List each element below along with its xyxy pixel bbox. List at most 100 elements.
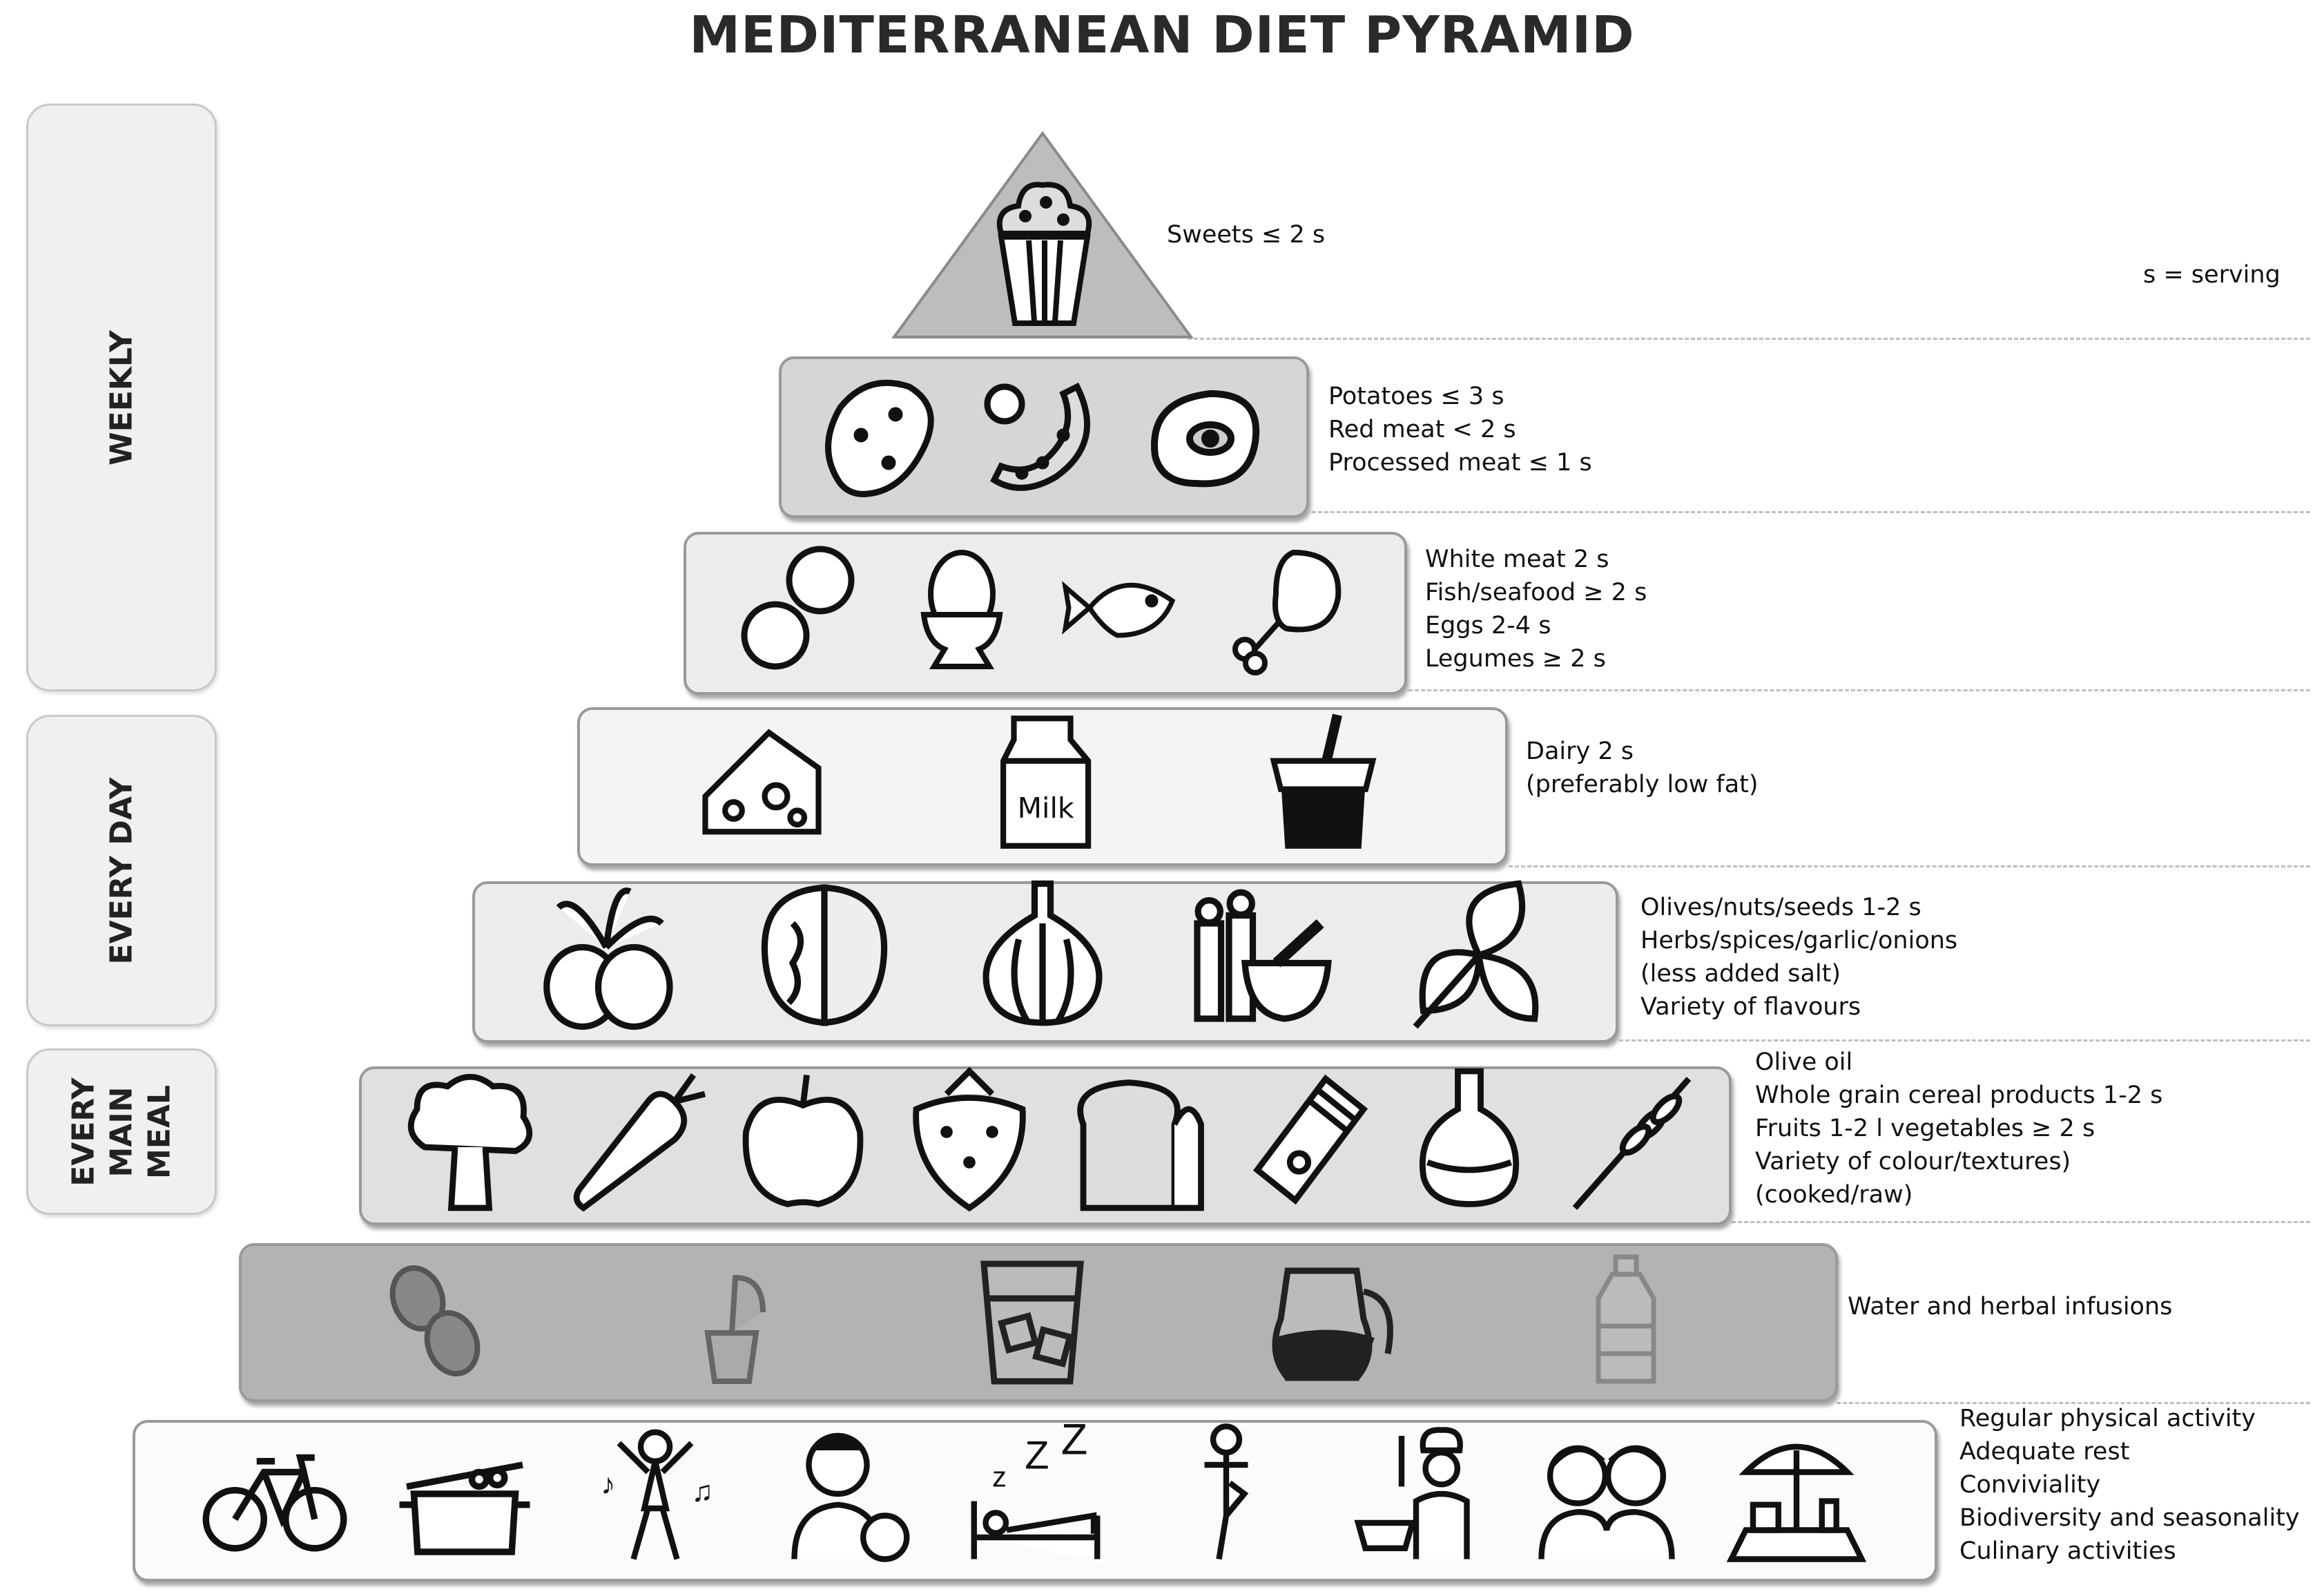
red-meat-line: Red meat < 2 s — [1328, 416, 1516, 443]
cupcake-icon — [996, 182, 1092, 326]
plant-base-text: Olive oil Whole grain cereal products 1-… — [1755, 1046, 2162, 1211]
potatoes-line: Potatoes ≤ 3 s — [1328, 383, 1504, 410]
bicycle-icon — [202, 1454, 347, 1552]
fish-icon — [1061, 581, 1175, 638]
salt-line: (less added salt) — [1640, 960, 1841, 988]
cooked-raw-line: (cooked/raw) — [1755, 1181, 1913, 1209]
separator-line — [1732, 1221, 2310, 1223]
olive-oil-line: Olive oil — [1755, 1048, 1853, 1076]
coffee-beans-icon — [389, 1265, 481, 1376]
potato-icon — [824, 379, 934, 497]
dairy-text: Dairy 2 s (preferably low fat) — [1526, 735, 1759, 801]
weekly-label-box: WEEKLY — [26, 104, 217, 691]
garlic-icon — [982, 880, 1103, 1026]
sweets-triangle — [891, 131, 1194, 338]
processed-meat-line: Processed meat ≤ 1 s — [1328, 449, 1592, 477]
svg-text:Z: Z — [1061, 1421, 1087, 1463]
water-glass-icon — [980, 1260, 1084, 1385]
sausage-icon — [984, 382, 1090, 491]
cheese-icon — [702, 729, 822, 835]
sweets-text: Sweets ≤ 2 s — [1167, 218, 1325, 251]
tier-water-icons — [290, 1250, 1774, 1388]
dancing-icon: ♪ ♫ — [601, 1429, 713, 1560]
eggs-line: Eggs 2-4 s — [1425, 612, 1551, 640]
legumes-line: Legumes ≥ 2 s — [1425, 645, 1606, 673]
water-line: Water and herbal infusions — [1848, 1293, 2173, 1321]
bread-icon — [1076, 1079, 1204, 1211]
whole-grain-line: Whole grain cereal products 1-2 s — [1755, 1082, 2163, 1109]
svg-text:Milk: Milk — [1018, 791, 1074, 825]
every-main-meal-label: EVERY MAIN MEAL — [66, 1077, 177, 1187]
teapot-icon — [1272, 1267, 1393, 1381]
tier-protein-icons — [718, 539, 1367, 677]
milk-carton-icon: Milk — [1000, 716, 1092, 849]
flavours-variety-line: Variety of flavours — [1640, 993, 1861, 1021]
low-fat-line: (preferably low fat) — [1526, 771, 1759, 798]
friends-icon — [1538, 1445, 1675, 1559]
svg-text:Z: Z — [1025, 1433, 1049, 1477]
wheat-icon — [1573, 1077, 1692, 1210]
sleep-icon: z Z Z — [971, 1421, 1101, 1559]
tier-flavours-icons — [497, 876, 1588, 1035]
steak-icon — [1151, 390, 1260, 488]
fruits-veg-line: Fruits 1-2 l vegetables ≥ 2 s — [1755, 1115, 2095, 1142]
carrot-icon — [573, 1073, 706, 1212]
strawberry-icon — [913, 1066, 1027, 1212]
beans-icon — [741, 546, 854, 670]
separator-line — [1408, 689, 2310, 691]
mortar-pestle-icon — [1194, 889, 1332, 1022]
water-bottle-icon — [1596, 1254, 1656, 1384]
colour-texture-line: Variety of colour/textures) — [1755, 1148, 2071, 1175]
pasta-icon — [1252, 1074, 1368, 1205]
tea-bag-icon — [704, 1274, 766, 1384]
separator-line — [1837, 1402, 2310, 1404]
culinary-line: Culinary activities — [1959, 1537, 2176, 1565]
every-day-label-box: EVERY DAY — [26, 715, 217, 1026]
biodiversity-line: Biodiversity and seasonality — [1959, 1504, 2300, 1532]
chicken-leg-icon — [1232, 549, 1341, 675]
weekly-label: WEEKLY — [104, 329, 139, 465]
olives-line: Olives/nuts/seeds 1-2 s — [1640, 894, 1921, 921]
separator-line — [1509, 865, 2310, 867]
fish-line: Fish/seafood ≥ 2 s — [1425, 579, 1647, 606]
separator-line — [1619, 1039, 2310, 1041]
every-day-label: EVERY DAY — [104, 776, 139, 965]
dairy-line: Dairy 2 s — [1526, 738, 1634, 765]
water-text: Water and herbal infusions — [1848, 1290, 2172, 1323]
olives-icon — [543, 887, 673, 1030]
egg-icon — [920, 550, 1003, 669]
separator-line — [1312, 511, 2310, 513]
svg-text:z: z — [992, 1461, 1007, 1493]
every-main-meal-label-box: EVERY MAIN MEAL — [26, 1048, 217, 1215]
physical-activity-line: Regular physical activity — [1959, 1405, 2256, 1432]
family-play-icon — [791, 1432, 910, 1562]
potatoes-meat-text: Potatoes ≤ 3 s Red meat < 2 s Processed … — [1328, 380, 1592, 479]
tier-dairy-icons: Milk — [621, 711, 1464, 853]
flavours-text: Olives/nuts/seeds 1-2 s Herbs/spices/gar… — [1640, 891, 1957, 1024]
lifestyle-text: Regular physical activity Adequate rest … — [1959, 1402, 2300, 1568]
svg-text:♫: ♫ — [691, 1475, 713, 1508]
sweets-line-1: Sweets ≤ 2 s — [1167, 221, 1326, 249]
olive-oil-icon — [1420, 1068, 1520, 1207]
picnic-icon — [1726, 1443, 1867, 1562]
broccoli-icon — [407, 1074, 532, 1211]
rest-line: Adequate rest — [1959, 1438, 2130, 1466]
white-meat-line: White meat 2 s — [1425, 546, 1609, 573]
conviviality-line: Conviviality — [1959, 1471, 2101, 1499]
yoga-icon — [1204, 1423, 1248, 1560]
herbs-line: Herbs/spices/garlic/onions — [1640, 927, 1958, 954]
herb-leaf-icon — [1413, 880, 1539, 1029]
tier-plant-base-icons — [387, 1064, 1719, 1216]
serving-legend: s = serving — [2143, 261, 2281, 289]
walnut-icon — [761, 884, 888, 1026]
protein-text: White meat 2 s Fish/seafood ≥ 2 s Eggs 2… — [1425, 543, 1647, 675]
svg-text:♪: ♪ — [601, 1468, 615, 1500]
yogurt-icon — [1270, 713, 1377, 849]
tier-lifestyle-icons: ♪ ♫ z Z Z — [180, 1421, 1892, 1566]
apple-icon — [742, 1074, 864, 1208]
chef-icon — [1354, 1427, 1470, 1559]
cooking-pot-icon — [399, 1461, 530, 1555]
page-title: MEDITERRANEAN DIET PYRAMID — [689, 6, 1635, 65]
separator-line — [1188, 338, 2310, 340]
tier-potatoes-meat-icons — [801, 366, 1284, 504]
